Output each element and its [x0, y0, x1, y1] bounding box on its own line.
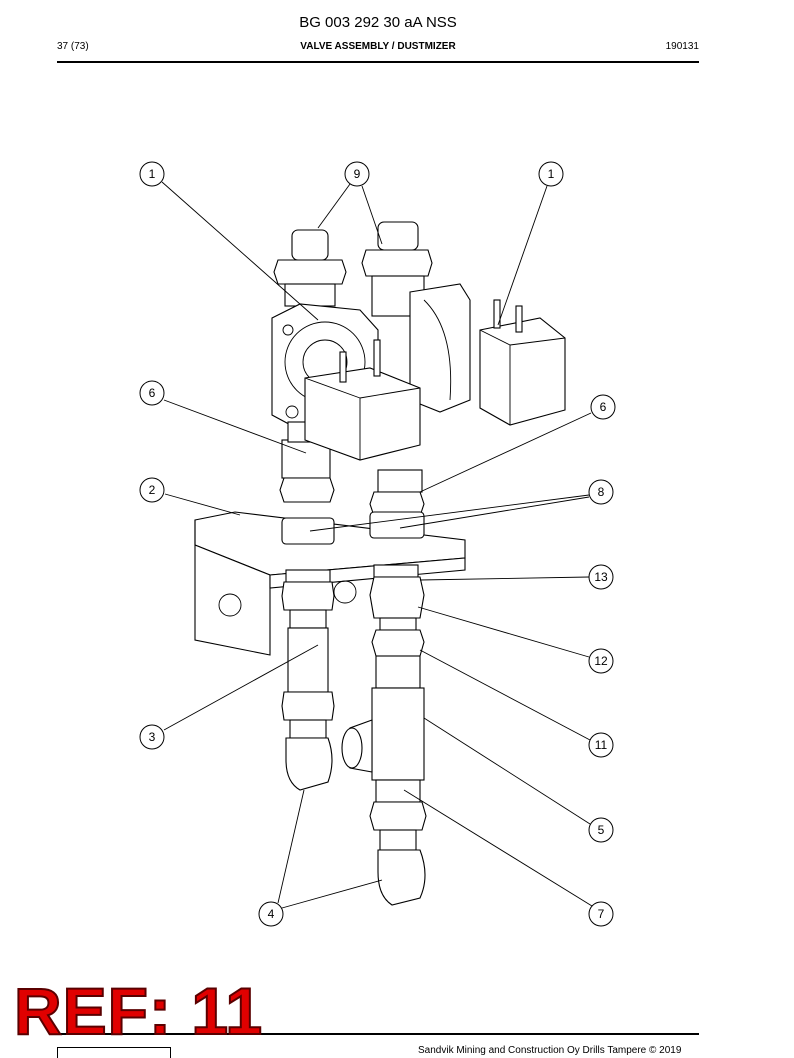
callout-label: 13 — [594, 570, 608, 584]
callout-label: 12 — [594, 654, 608, 668]
callout-12: 12 — [588, 648, 614, 674]
solenoid-coil-front — [304, 339, 421, 461]
callout-7: 7 — [588, 901, 614, 927]
right-fitting-column — [341, 221, 433, 906]
callout-label: 7 — [598, 907, 605, 921]
callout-11: 11 — [588, 732, 614, 758]
callout-label: 1 — [149, 167, 156, 181]
callout-4: 4 — [258, 901, 284, 927]
callout-13: 13 — [588, 564, 614, 590]
callout-1-left: 1 — [139, 161, 165, 187]
callout-8: 8 — [588, 479, 614, 505]
header-rule — [57, 61, 699, 63]
leader-lines — [161, 181, 593, 909]
callout-9: 9 — [344, 161, 370, 187]
callout-2: 2 — [139, 477, 165, 503]
callout-3: 3 — [139, 724, 165, 750]
document-date: 190131 — [665, 41, 699, 52]
document-title: BG 003 292 30 aA NSS — [299, 14, 457, 31]
callout-label: 3 — [149, 730, 156, 744]
footer-rule — [57, 1033, 699, 1035]
callout-label: 2 — [149, 483, 156, 497]
callout-label: 9 — [354, 167, 361, 181]
callout-label: 5 — [598, 823, 605, 837]
callout-label: 11 — [595, 738, 608, 752]
callout-label: 8 — [598, 485, 605, 499]
callout-6-left: 6 — [139, 380, 165, 406]
page-number: 37 (73) — [57, 41, 89, 52]
callout-label: 1 — [548, 167, 555, 181]
callout-5: 5 — [588, 817, 614, 843]
callout-label: 6 — [149, 386, 156, 400]
callout-6-right: 6 — [590, 394, 616, 420]
left-fitting-column — [273, 229, 347, 791]
callout-1-right: 1 — [538, 161, 564, 187]
section-title: VALVE ASSEMBLY / DUSTMIZER — [300, 41, 456, 52]
callout-label: 6 — [600, 400, 607, 414]
reference-stamp: REF: 11 — [13, 974, 264, 1048]
solenoid-coil-back — [479, 299, 566, 426]
callout-label: 4 — [268, 907, 275, 921]
footer-copyright: Sandvik Mining and Construction Oy Drill… — [418, 1045, 682, 1056]
